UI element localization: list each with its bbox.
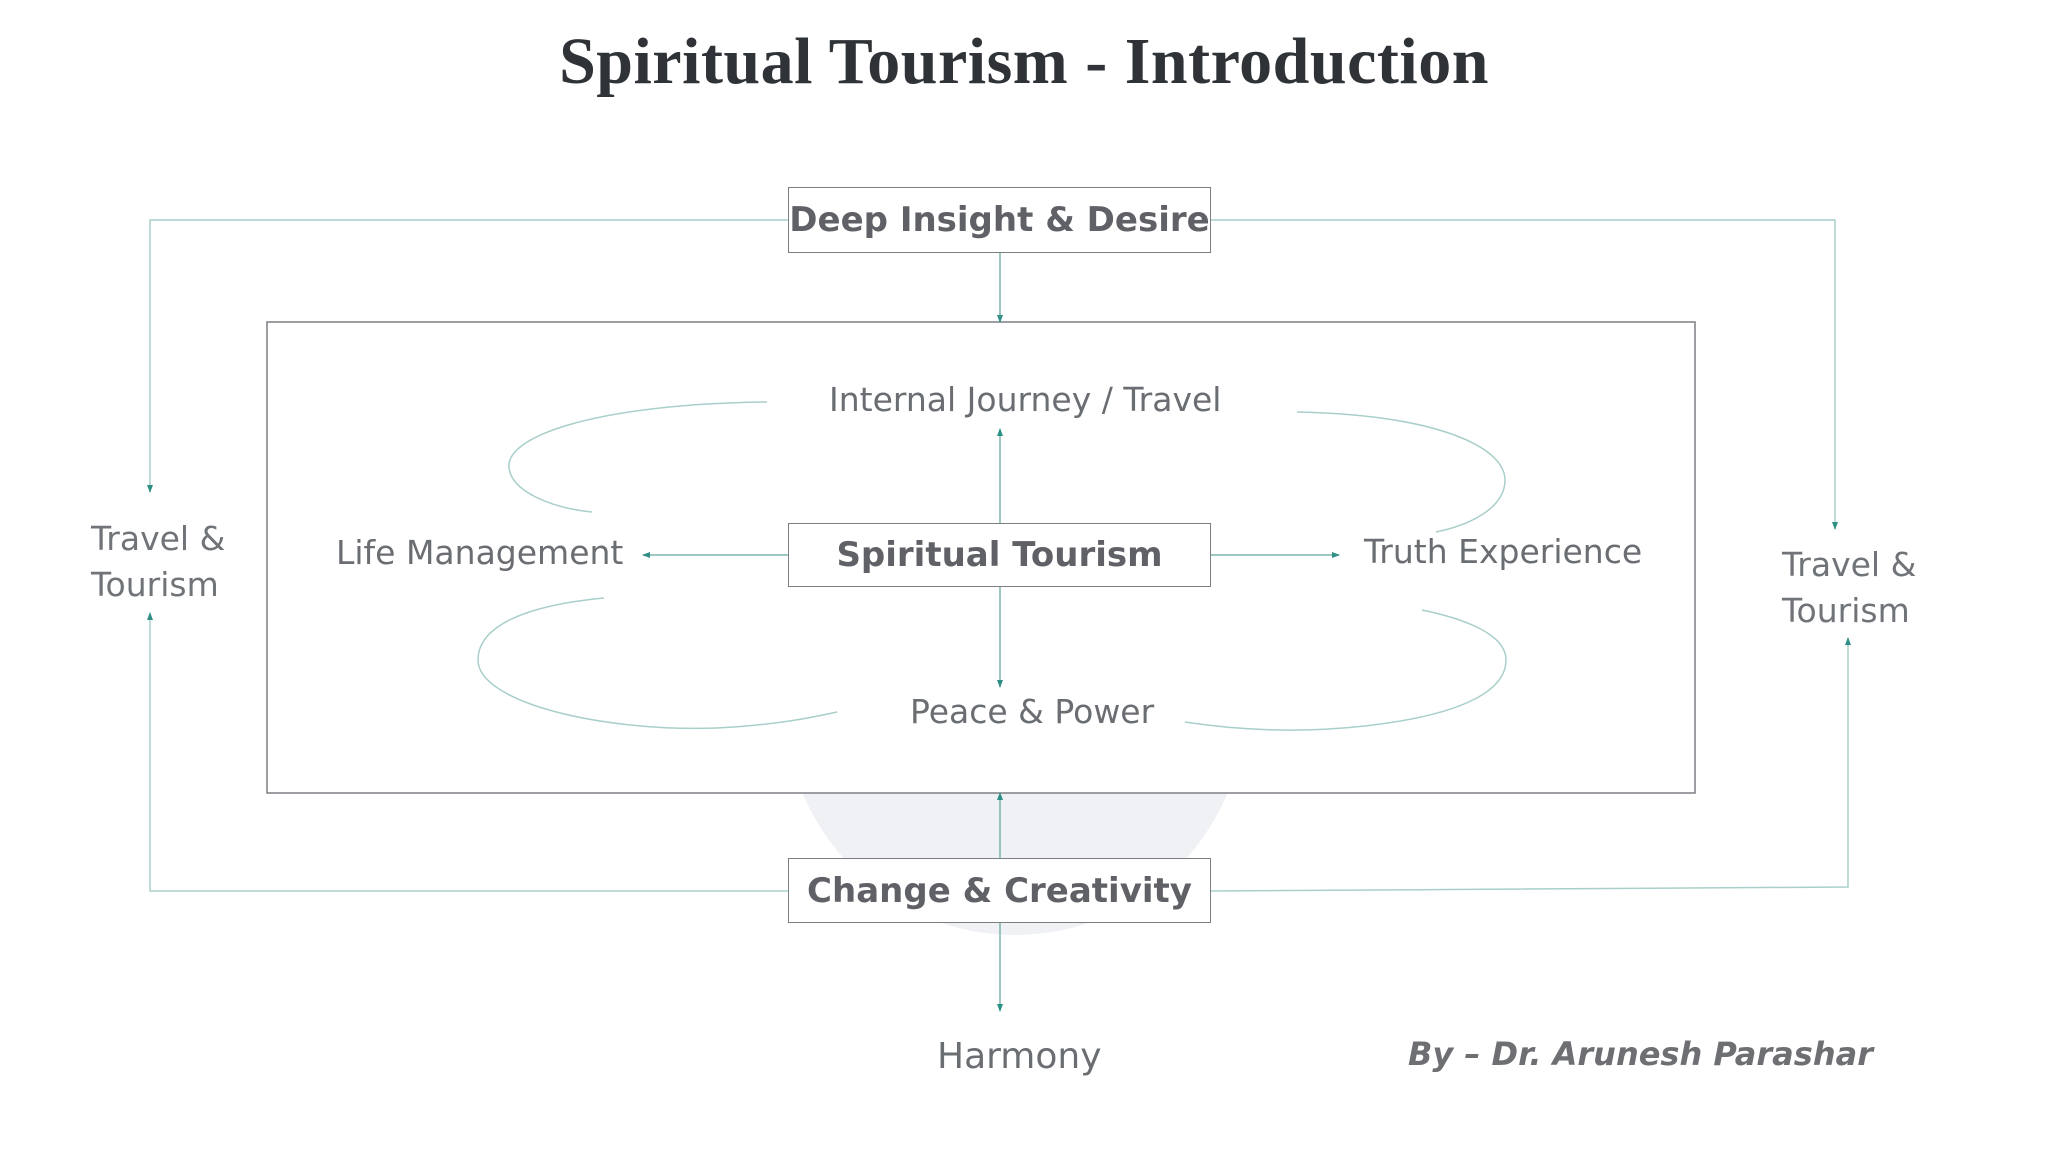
travel-tourism-right: Travel & Tourism [1782, 542, 1916, 634]
arrow-desire-to-right-travel [1211, 219, 1838, 530]
harmony-label: Harmony [937, 1036, 1102, 1077]
travel-tourism-left: Travel & Tourism [91, 516, 225, 608]
loop-bottom-left [477, 597, 838, 730]
travel-tourism-left-line-1: Travel & [91, 519, 226, 558]
slide-title: Spiritual Tourism - Introduction [559, 25, 1489, 98]
arrow-change-to-right-travel [1210, 637, 1851, 892]
loop-top-left [508, 401, 768, 513]
author-credit: By – Dr. Arunesh Parashar [1408, 1035, 1873, 1073]
arrow-desire-to-left-travel [147, 219, 788, 493]
travel-tourism-right-line-2: Tourism [1782, 591, 1910, 630]
travel-tourism-right-line-1: Travel & [1782, 545, 1917, 584]
loop-top-right [1296, 411, 1506, 533]
travel-tourism-left-line-2: Tourism [91, 565, 219, 604]
truth-experience-label: Truth Experience [1364, 532, 1643, 571]
internal-journey-label: Internal Journey / Travel [829, 380, 1222, 419]
spiritual-tourism-box: Spiritual Tourism [788, 523, 1211, 587]
change-creativity-box: Change & Creativity [788, 858, 1211, 923]
deep-insight-box: Deep Insight & Desire [788, 187, 1211, 253]
peace-power-label: Peace & Power [910, 692, 1155, 731]
arrow-change-to-left-travel [147, 612, 788, 892]
loop-bottom-right [1184, 609, 1507, 731]
life-management-label: Life Management [336, 533, 624, 572]
